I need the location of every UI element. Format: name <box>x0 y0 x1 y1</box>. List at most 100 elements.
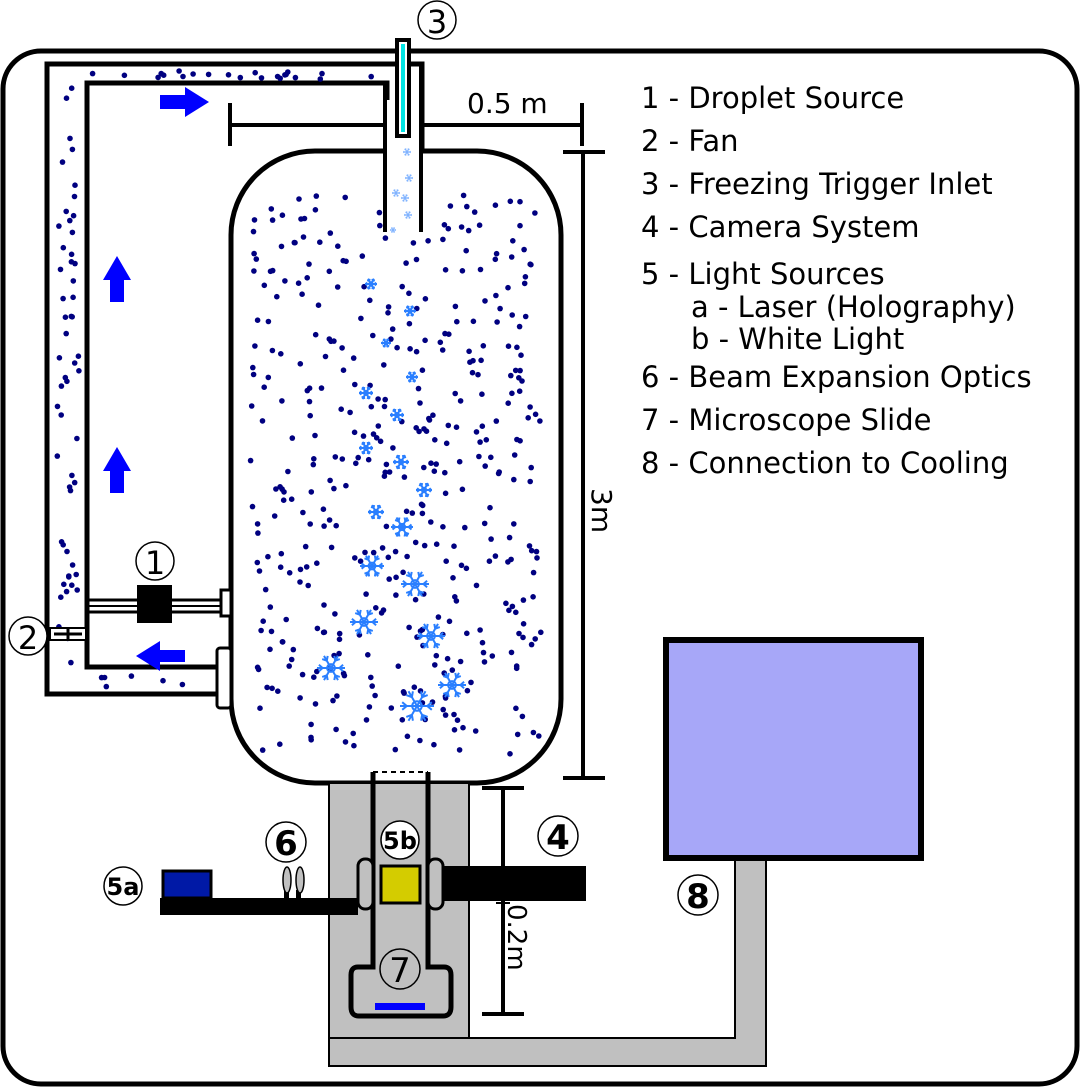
droplet <box>530 569 537 576</box>
droplet <box>278 243 285 250</box>
snowflake-icon <box>350 609 378 635</box>
droplet <box>68 313 75 320</box>
droplet <box>456 458 463 465</box>
droplet <box>278 550 285 557</box>
droplet <box>71 193 78 200</box>
droplet <box>507 751 513 757</box>
droplet <box>469 369 476 376</box>
droplet <box>513 609 519 616</box>
droplet <box>516 630 522 637</box>
droplet <box>67 135 73 142</box>
droplet <box>526 543 533 549</box>
droplet <box>59 159 66 165</box>
droplet <box>454 717 461 723</box>
droplet <box>435 614 442 620</box>
droplet <box>300 509 306 516</box>
droplet <box>363 717 370 723</box>
droplet <box>412 539 419 546</box>
droplet <box>534 555 540 561</box>
droplet <box>530 594 536 600</box>
droplet <box>333 726 339 733</box>
droplet <box>262 586 269 593</box>
droplet <box>522 313 529 320</box>
droplet <box>426 415 432 422</box>
droplet <box>68 85 75 91</box>
droplet <box>340 670 347 677</box>
droplet <box>513 705 519 712</box>
droplet <box>339 456 346 462</box>
droplet <box>56 223 62 229</box>
droplet <box>257 705 263 711</box>
droplet <box>347 409 353 416</box>
droplet <box>317 76 324 82</box>
marker-4: ④ 4 <box>537 815 579 858</box>
droplet <box>432 662 438 668</box>
droplet <box>74 435 80 442</box>
droplet <box>399 283 406 290</box>
droplet <box>176 68 182 74</box>
droplet <box>509 312 515 318</box>
freezing-trigger-inlet <box>395 38 411 138</box>
droplet <box>190 71 196 77</box>
droplet <box>527 478 533 485</box>
droplet <box>432 437 438 443</box>
droplet <box>277 741 283 747</box>
droplet <box>265 553 271 560</box>
droplet <box>260 618 267 624</box>
droplet <box>536 733 542 739</box>
droplet <box>73 571 79 578</box>
droplet <box>279 212 286 218</box>
snowflake-icon <box>404 211 412 219</box>
droplet <box>446 618 453 625</box>
droplet <box>422 296 429 302</box>
droplet <box>267 646 273 653</box>
droplet <box>70 294 76 301</box>
droplet <box>69 229 76 236</box>
droplet <box>533 548 540 555</box>
droplet <box>320 506 327 512</box>
droplet <box>460 724 466 731</box>
droplet <box>60 295 66 302</box>
droplet <box>69 562 76 568</box>
height-dimension <box>563 150 605 780</box>
svg-text:1: 1 <box>145 544 165 582</box>
droplet <box>401 474 408 480</box>
droplet <box>255 666 262 673</box>
droplet <box>441 222 448 228</box>
droplet <box>406 320 413 327</box>
droplet <box>311 456 317 462</box>
droplet <box>482 463 489 469</box>
droplet <box>254 317 261 324</box>
droplet <box>509 603 516 610</box>
droplet <box>486 558 493 564</box>
droplet <box>537 418 543 424</box>
droplet <box>463 247 470 254</box>
droplet <box>419 502 426 509</box>
droplet <box>532 210 538 216</box>
droplet <box>355 454 362 461</box>
droplet <box>522 274 529 280</box>
svg-text:6: 6 <box>274 824 298 864</box>
droplet <box>307 521 314 527</box>
droplet <box>69 472 75 479</box>
droplet <box>314 668 320 675</box>
droplet <box>464 630 470 637</box>
droplet <box>277 75 284 82</box>
snowflake-icon <box>405 174 413 182</box>
droplet <box>71 479 78 486</box>
droplet <box>103 683 110 690</box>
droplet <box>508 372 514 379</box>
droplet <box>425 238 431 244</box>
droplet <box>492 256 499 263</box>
snowflake-icon <box>403 148 411 156</box>
droplet <box>292 74 299 81</box>
droplet <box>286 663 293 669</box>
droplet <box>527 404 533 410</box>
droplet <box>343 482 349 489</box>
droplet <box>322 353 329 360</box>
droplet <box>267 604 274 610</box>
snowflake-icon <box>406 371 418 383</box>
droplet <box>326 336 333 342</box>
droplet <box>258 627 264 634</box>
snowflake-icon <box>393 454 409 470</box>
